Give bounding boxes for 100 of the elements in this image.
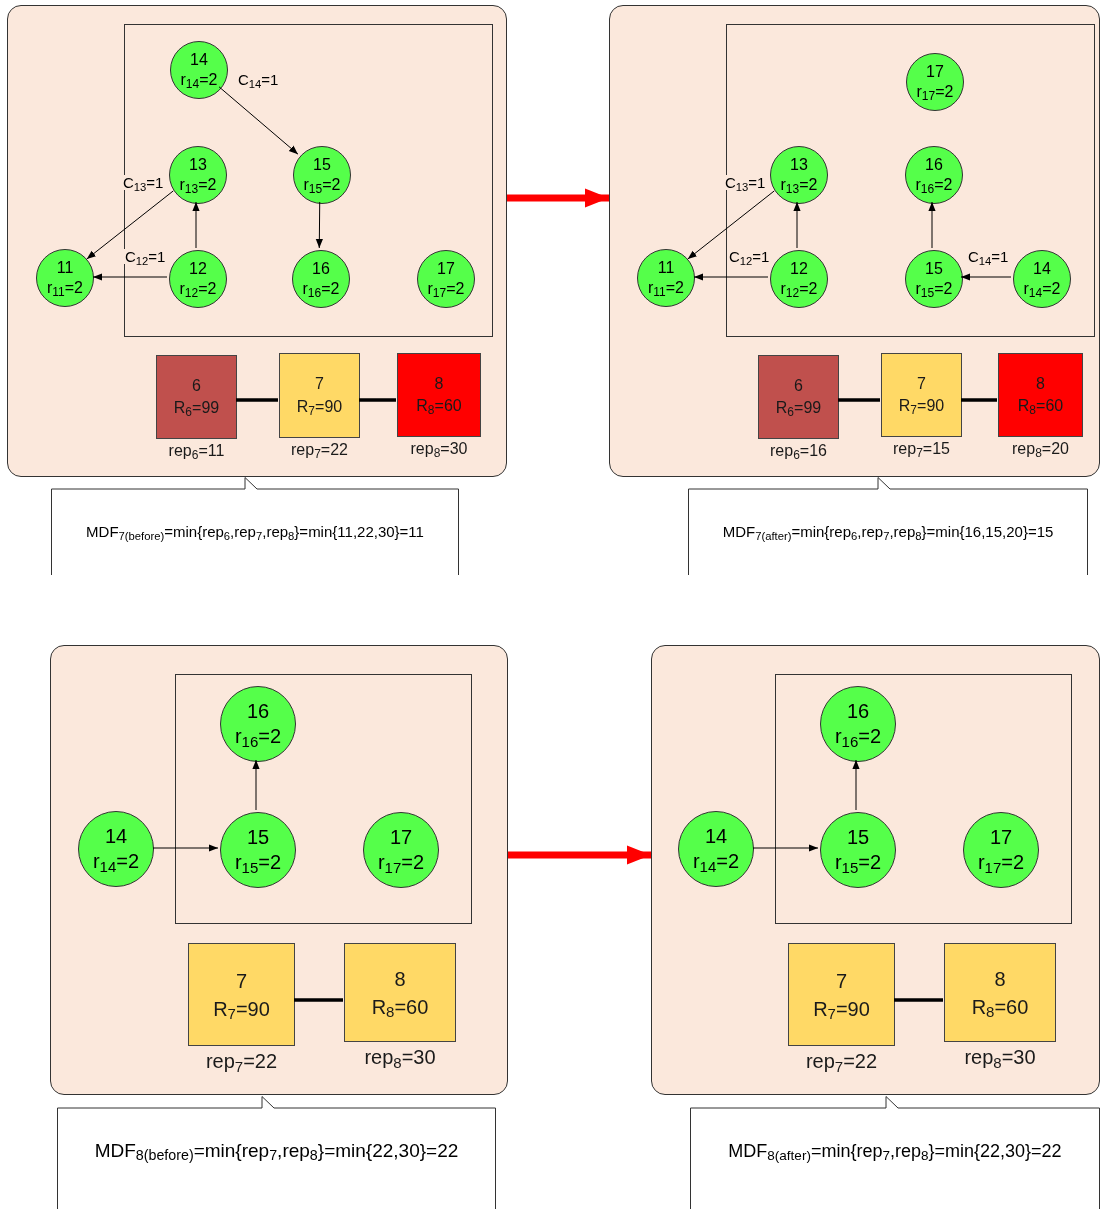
node-value: r$_{14}$=2 xyxy=(180,70,218,90)
node-value: r$_{15}$=2 xyxy=(915,279,953,299)
arrow xyxy=(693,273,769,281)
callout-box xyxy=(51,477,459,575)
box-value: R$_{6}$=99 xyxy=(775,398,822,420)
box-number: 7 xyxy=(917,373,926,394)
node-number: 15 xyxy=(846,825,870,850)
node-number: 12 xyxy=(189,259,207,279)
node-value: r$_{14}$=2 xyxy=(92,849,140,874)
connector-line xyxy=(236,398,278,402)
node-value: r$_{16}$=2 xyxy=(302,279,340,299)
arrow xyxy=(852,759,860,811)
arrow xyxy=(793,201,801,249)
connector-line xyxy=(294,998,343,1002)
node-number: 16 xyxy=(925,155,943,175)
node-number: 17 xyxy=(926,62,944,82)
callout-box xyxy=(690,1096,1100,1209)
node-value: r$_{11}$=2 xyxy=(647,278,684,298)
node-number: 11 xyxy=(56,258,74,278)
node-number: 14 xyxy=(1033,259,1051,279)
node-value: r$_{14}$=2 xyxy=(692,849,740,874)
edge-label: C$_{12}$=1 xyxy=(125,248,166,265)
node-value: r$_{17}$=2 xyxy=(977,850,1025,875)
node-number: 15 xyxy=(925,259,943,279)
node-number: 14 xyxy=(704,824,728,849)
box-value: R$_{8}$=60 xyxy=(1017,396,1064,418)
node-number: 16 xyxy=(846,699,870,724)
box-value: R$_{7}$=90 xyxy=(296,396,343,418)
node-value: r$_{16}$=2 xyxy=(834,724,882,749)
group-frame xyxy=(726,24,1095,337)
rep-label: rep$_{7}$=22 xyxy=(805,1050,878,1072)
box-number: 6 xyxy=(192,375,201,396)
arrow xyxy=(252,759,260,811)
callout-box xyxy=(688,477,1088,575)
node-number: 16 xyxy=(246,699,270,724)
rep-label: rep$_{7}$=22 xyxy=(291,441,348,458)
group-frame xyxy=(124,24,493,337)
node-value: r$_{14}$=2 xyxy=(1023,279,1061,299)
node-value: r$_{16}$=2 xyxy=(915,175,953,195)
edge-label: C$_{13}$=1 xyxy=(123,174,164,191)
arrow xyxy=(752,844,819,852)
rep-label: rep$_{8}$=30 xyxy=(364,1046,436,1068)
rounded-panel xyxy=(7,5,507,477)
node-number: 16 xyxy=(312,259,330,279)
edge-label: C$_{14}$=1 xyxy=(238,71,279,88)
rep-label: rep$_{8}$=20 xyxy=(1012,440,1069,457)
arrow xyxy=(507,188,609,208)
node-number: 14 xyxy=(104,824,128,849)
formula-text: MDF$_{7(after)}$=min{rep$_{6}$,rep$_{7}$,rep$_{8}$}=min{16,15,20}=15 xyxy=(722,521,1054,544)
node-value: r$_{17}$=2 xyxy=(916,82,954,102)
connector-line xyxy=(894,998,943,1002)
node-value: r$_{15}$=2 xyxy=(834,850,882,875)
formula-text: MDF$_{8(before)}$=min{rep$_{7}$,rep$_{8}$}=min{22,30}=22 xyxy=(94,1138,459,1166)
connector-line xyxy=(961,398,997,402)
arrow xyxy=(92,273,168,281)
box-number: 8 xyxy=(994,966,1006,992)
connector-line xyxy=(838,398,880,402)
rep-label: rep$_{6}$=16 xyxy=(770,442,827,459)
node-value: r$_{16}$=2 xyxy=(234,724,282,749)
node-value: r$_{13}$=2 xyxy=(179,175,217,195)
edge-label: C$_{14}$=1 xyxy=(968,248,1009,265)
group-frame xyxy=(175,674,472,924)
node-number: 11 xyxy=(657,258,675,278)
arrow xyxy=(86,190,174,260)
node-number: 12 xyxy=(790,259,808,279)
box-value: R$_{6}$=99 xyxy=(173,398,220,420)
node-value: r$_{13}$=2 xyxy=(780,175,818,195)
node-number: 17 xyxy=(989,825,1013,850)
box-number: 7 xyxy=(315,374,324,395)
box-number: 8 xyxy=(1036,373,1045,394)
box-number: 8 xyxy=(434,373,444,394)
box-number: 7 xyxy=(235,968,248,994)
rep-label: rep$_{7}$=15 xyxy=(893,440,950,457)
arrow xyxy=(687,190,775,260)
node-number: 15 xyxy=(313,155,331,175)
box-number: 6 xyxy=(794,375,803,396)
rep-label: rep$_{6}$=11 xyxy=(168,442,225,459)
node-value: r$_{11}$=2 xyxy=(46,278,83,298)
node-value: r$_{17}$=2 xyxy=(377,850,425,875)
box-value: R$_{8}$=60 xyxy=(971,994,1029,1021)
box-value: R$_{7}$=90 xyxy=(898,396,945,418)
node-value: r$_{15}$=2 xyxy=(234,850,282,875)
node-number: 17 xyxy=(389,825,413,850)
arrow xyxy=(192,201,200,249)
edge-label: C$_{12}$=1 xyxy=(729,248,770,265)
edge-label: C$_{13}$=1 xyxy=(725,174,766,191)
box-value: R$_{7}$=90 xyxy=(213,996,270,1023)
formula-text: MDF$_{7(before)}$=min{rep$_{6}$,rep$_{7}$,rep$_{8}$}=min{11,22,30}=11 xyxy=(86,521,424,544)
box-value: R$_{7}$=90 xyxy=(813,996,870,1023)
node-number: 15 xyxy=(246,825,270,850)
node-value: r$_{12}$=2 xyxy=(780,279,818,299)
connector-line xyxy=(359,398,396,402)
group-frame xyxy=(775,674,1072,924)
rep-label: rep$_{8}$=30 xyxy=(964,1046,1036,1068)
node-number: 13 xyxy=(189,155,207,175)
node-value: r$_{17}$=2 xyxy=(427,279,465,299)
rep-label: rep$_{8}$=30 xyxy=(410,440,468,457)
box-number: 8 xyxy=(394,966,406,992)
arrow xyxy=(218,86,299,155)
node-number: 14 xyxy=(190,50,208,70)
